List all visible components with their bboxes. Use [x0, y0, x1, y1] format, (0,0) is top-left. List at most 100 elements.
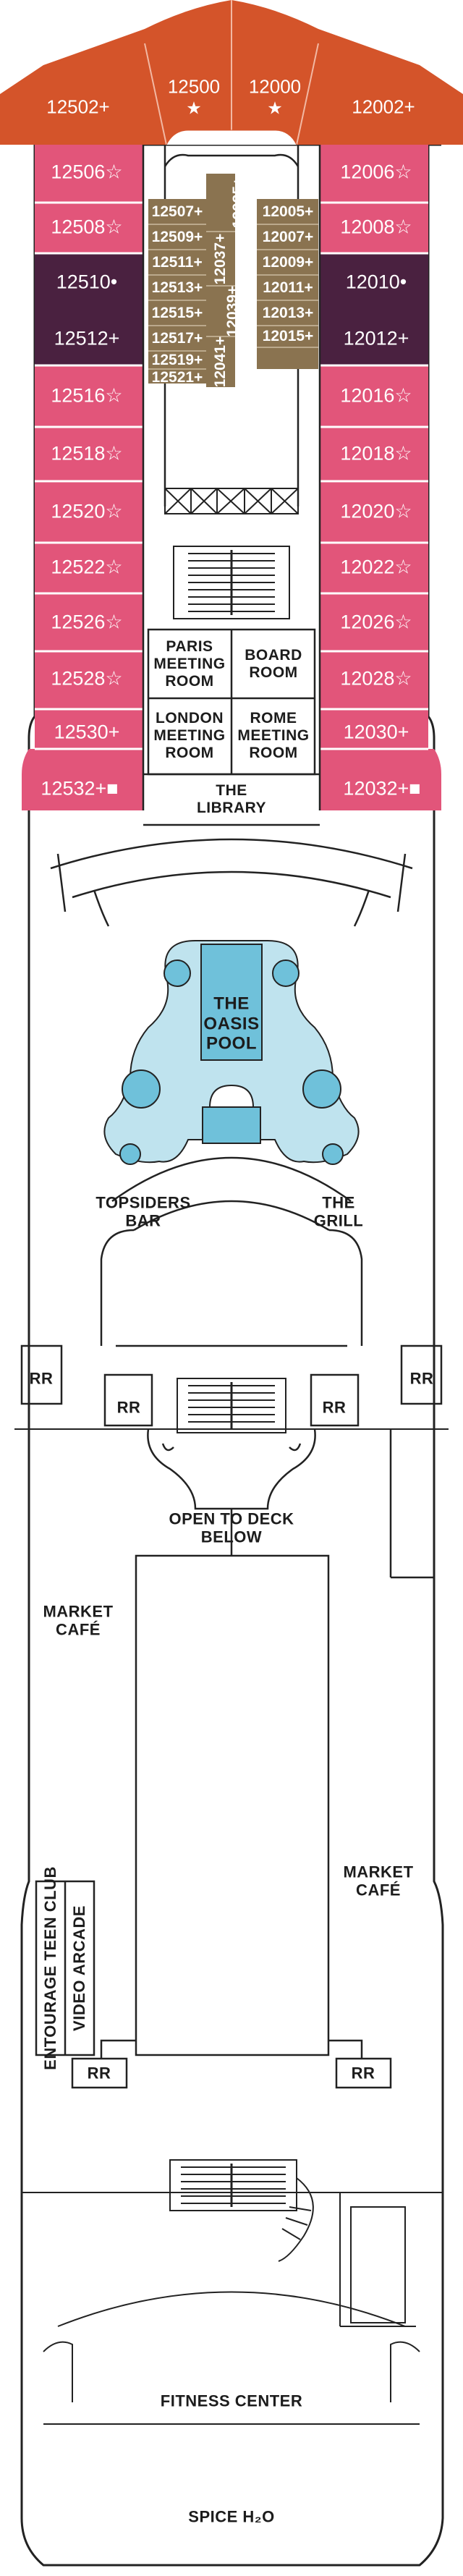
cabin-label: 12520☆ — [51, 500, 123, 522]
market-cafe-label: MARKET CAFÉ — [343, 1863, 414, 1899]
inside-cabin-label: 12513+ — [151, 279, 203, 296]
restroom-label: RR — [29, 1369, 54, 1388]
inside-cabin-label: 12521+ — [151, 369, 203, 386]
cabin-12518[interactable] — [35, 427, 143, 481]
cabin-12522[interactable] — [35, 543, 143, 593]
cabin-label: 12018☆ — [340, 442, 412, 465]
cabin-label: 12028☆ — [340, 667, 412, 690]
cabin-label: 12512+ — [54, 327, 120, 349]
cabin-label: 12508☆ — [51, 216, 123, 238]
cabin-label: 12032+■ — [343, 777, 421, 800]
entourage-teen-club-label: ENTOURAGE TEEN CLUB — [41, 1866, 59, 2070]
topsiders-bar-label: TOPSIDERS BAR — [95, 1193, 191, 1230]
cabin-12018[interactable] — [320, 427, 428, 481]
cabin-label: 12008☆ — [340, 216, 412, 238]
pool-steps — [208, 1084, 255, 1108]
cabin-12510[interactable] — [35, 253, 143, 311]
truss-bar — [164, 488, 299, 514]
inside-cabin-label: 12011+ — [263, 279, 313, 296]
rome-meeting-room-label: ROME MEETING ROOM — [237, 709, 310, 762]
bow-divider — [296, 43, 319, 145]
cabin-12530[interactable] — [35, 709, 143, 749]
inside-cabins-left[interactable] — [148, 199, 206, 384]
video-arcade-label: VIDEO ARCADE — [70, 1905, 88, 2031]
cabin-12012[interactable] — [320, 311, 428, 365]
cabin-12010[interactable] — [320, 253, 428, 311]
inside-cabin-label: 12515+ — [151, 305, 203, 321]
balcony-arc — [50, 838, 413, 927]
inside-cabin-label: 12511+ — [152, 254, 203, 271]
cabin-label: 12022☆ — [340, 556, 412, 578]
cabin-label: 12522☆ — [51, 556, 123, 578]
board-room-label: BOARD ROOM — [245, 646, 302, 681]
inside-cabin-label: 12519+ — [151, 352, 203, 368]
hot-tubs — [119, 959, 344, 1165]
inside-cabin-label: 12013+ — [262, 305, 314, 321]
stbd-cabin-dividers — [320, 201, 428, 750]
port-cabin-dividers — [35, 201, 143, 750]
inside-cabins-right[interactable] — [257, 199, 318, 369]
cabin-12006[interactable] — [320, 145, 428, 203]
staircase-aft — [22, 2159, 443, 2425]
cabin-12508[interactable] — [35, 203, 143, 253]
cabin-label: 12516☆ — [51, 384, 123, 407]
cabin-label-12500: 12500 — [167, 75, 221, 98]
cabin-12528[interactable] — [35, 651, 143, 709]
spice-h2o-label: SPICE H₂O — [188, 2507, 275, 2526]
cabin-12506[interactable] — [35, 145, 143, 203]
open-to-deck-below-label: OPEN TO DECK BELOW — [169, 1509, 294, 1546]
paris-meeting-room-label: PARIS MEETING ROOM — [153, 637, 226, 690]
cabin-12516[interactable] — [35, 365, 143, 427]
cabin-label: 12026☆ — [340, 611, 412, 633]
cabin-12008[interactable] — [320, 203, 428, 253]
london-meeting-room-label: LONDON MEETING ROOM — [153, 709, 226, 762]
cabin-12022[interactable] — [320, 543, 428, 593]
inside-cabin-label: 12039+ — [224, 285, 241, 337]
restroom-label: RR — [351, 2064, 375, 2083]
star-icon: ★ — [186, 98, 202, 119]
cabin-label: 12518☆ — [51, 442, 123, 465]
inside-cabin-label: 12517+ — [151, 330, 203, 347]
cabin-12026[interactable] — [320, 593, 428, 651]
inside-cabin-label: 12509+ — [151, 229, 203, 245]
cabin-12512[interactable] — [35, 311, 143, 365]
the-grill-label: THE GRILL — [313, 1193, 364, 1230]
star-icon: ★ — [267, 98, 283, 119]
bow-inner-notch — [166, 130, 297, 145]
bow-divider — [144, 43, 167, 145]
cabin-label: 12506☆ — [51, 161, 123, 183]
cabin-12032[interactable] — [320, 749, 441, 810]
cabin-12028[interactable] — [320, 651, 428, 709]
cabin-label-12000: 12000 — [248, 75, 302, 98]
cabin-label: 12526☆ — [51, 611, 123, 633]
open-deck-atrium — [147, 1428, 316, 1556]
oasis-pool-label: THE OASIS POOL — [203, 993, 260, 1054]
staircase-forward — [173, 546, 290, 619]
staircase-mid — [14, 1378, 449, 1433]
cabin-12016[interactable] — [320, 365, 428, 427]
inside-cabin-label: 12507+ — [151, 203, 203, 220]
cabin-12520[interactable] — [35, 481, 143, 543]
cabin-label: 12020☆ — [340, 500, 412, 522]
cabin-label-12502: 12502+ — [46, 96, 110, 118]
cabin-12020[interactable] — [320, 481, 428, 543]
cabin-label: 12510• — [56, 271, 118, 293]
fitness-center-label: FITNESS CENTER — [160, 2391, 303, 2410]
pool-channel — [202, 1106, 261, 1144]
market-cafe-walls — [100, 1429, 434, 2059]
cabin-12532[interactable] — [22, 749, 143, 810]
inside-cabin-label: 12035+ — [230, 177, 247, 229]
cabin-12526[interactable] — [35, 593, 143, 651]
cabin-label: 12006☆ — [340, 161, 412, 183]
cabin-label: 12012+ — [343, 327, 409, 349]
inside-cabin-label: 12015+ — [262, 328, 314, 344]
cabin-label: 12010• — [345, 271, 407, 293]
stbd-cabin-column — [320, 145, 441, 810]
inside-cabin-label: 12005+ — [262, 203, 314, 220]
cabin-12030[interactable] — [320, 709, 428, 749]
inside-cabin-label: 12037+ — [212, 233, 229, 285]
cabin-label: 12030+ — [343, 721, 409, 743]
oasis-pool — [200, 944, 263, 1061]
inside-cabins-vertical[interactable] — [206, 174, 235, 387]
